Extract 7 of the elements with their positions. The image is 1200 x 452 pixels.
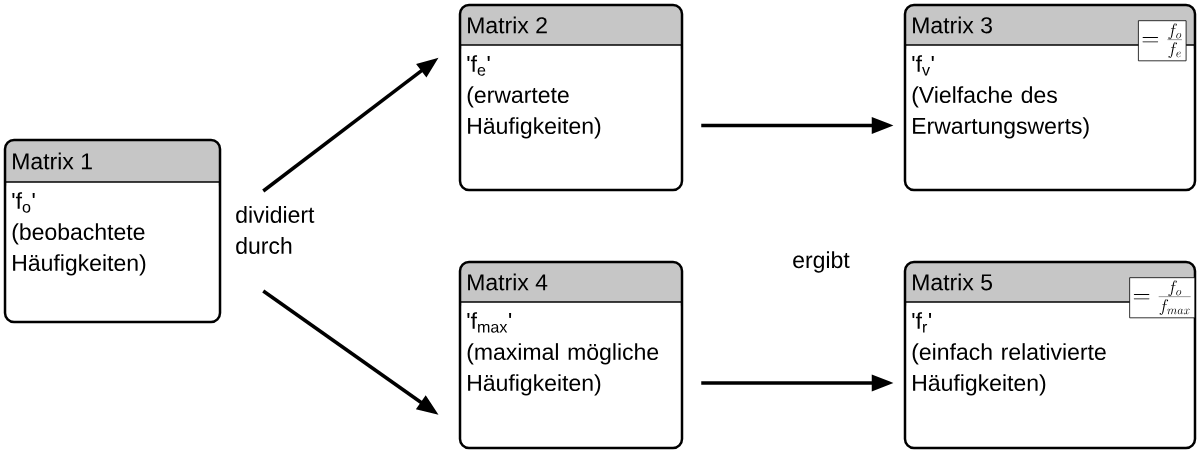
matrix-box: Matrix 1 'f$_{o}$' (beobachtete Häufigkeiten) (3, 138, 222, 324)
note-label: dividiert durch (236, 206, 315, 254)
formula-box: $=\frac{f_o}{f_{max}}$ (1129, 277, 1196, 319)
formula-box: $=\frac{f_o}{f_e}$ (1138, 20, 1187, 62)
matrix-box: Matrix 4 'f$_{max}$' (maximal mögliche Häufigkeiten) (458, 260, 684, 450)
note-label: ergibt (793, 251, 850, 273)
matrix-box: Matrix 2 'f$_{e}$' (erwartete Häufigkeiten) (458, 3, 684, 192)
